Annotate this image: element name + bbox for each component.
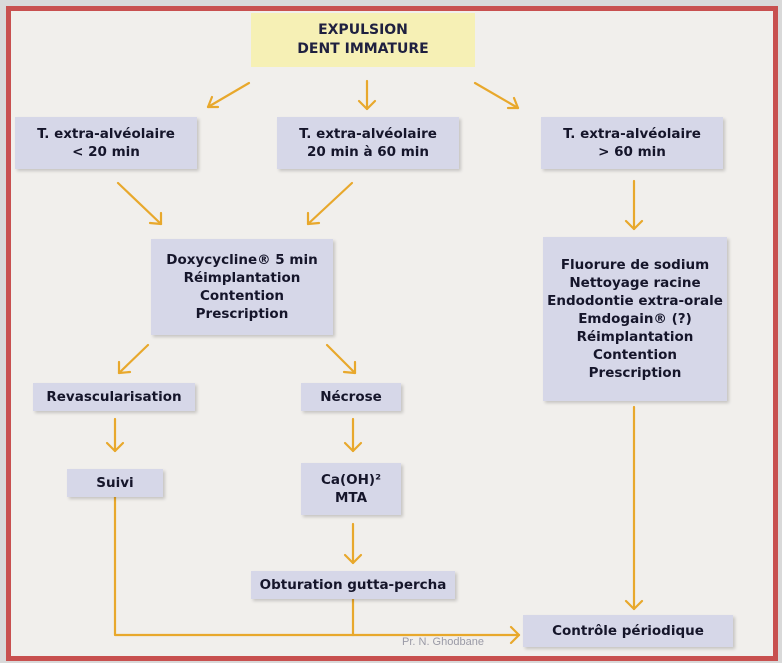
necrose-box: Nécrose: [301, 383, 401, 411]
mta-label: MTA: [334, 490, 368, 506]
arrow-title-to-branch-2: [357, 79, 377, 111]
arrow-branch-1-to-protocol: [116, 181, 163, 226]
arrow-revascularisation-to-suivi: [105, 417, 125, 453]
obturation-box: Obturation gutta-percha: [251, 571, 455, 599]
caoh-label: Ca(OH)²: [320, 472, 382, 488]
suivi-box: Suivi: [67, 469, 163, 497]
title-box: EXPULSION DENT IMMATURE: [251, 13, 475, 67]
short-protocol-item: Réimplantation: [183, 270, 301, 286]
arrow-protocol-to-necrose: [325, 343, 357, 375]
caoh-mta-box: Ca(OH)² MTA: [301, 463, 401, 515]
branch-3-line-2: > 60 min: [598, 144, 666, 160]
long-protocol-box: Fluorure de sodium Nettoyage racine Endo…: [543, 237, 727, 401]
arrow-long-protocol-to-controle: [624, 405, 644, 611]
controle-box: Contrôle périodique: [523, 615, 733, 647]
revascularisation-label: Revascularisation: [46, 389, 182, 405]
title-line-2: DENT IMMATURE: [297, 41, 429, 57]
branch-2-line-2: 20 min à 60 min: [306, 144, 430, 160]
long-protocol-item: Réimplantation: [576, 329, 694, 345]
arrow-branch-2-to-protocol: [306, 181, 354, 226]
short-protocol-item: Doxycycline® 5 min: [166, 252, 318, 268]
necrose-label: Nécrose: [320, 389, 382, 405]
arrows-layer: [105, 79, 644, 645]
obturation-label: Obturation gutta-percha: [259, 577, 447, 593]
branch-box-over-60: T. extra-alvéolaire > 60 min: [541, 117, 723, 169]
short-protocol-item: Contention: [200, 288, 284, 304]
branch-3-line-1: T. extra-alvéolaire: [563, 126, 701, 142]
long-protocol-item: Emdogain® (?): [578, 311, 692, 327]
long-protocol-item: Endodontie extra-orale: [547, 293, 723, 309]
controle-label: Contrôle périodique: [552, 623, 704, 639]
arrow-title-to-branch-1: [206, 81, 251, 109]
long-protocol-item: Contention: [593, 347, 677, 363]
branch-1-line-1: T. extra-alvéolaire: [37, 126, 175, 142]
arrow-title-to-branch-3: [473, 81, 520, 110]
branch-1-line-2: < 20 min: [72, 144, 140, 160]
branch-2-line-1: T. extra-alvéolaire: [299, 126, 437, 142]
arrow-necrose-to-caoh: [343, 417, 363, 453]
diagram-frame: EXPULSION DENT IMMATURE T. extra-alvéola…: [6, 6, 778, 661]
suivi-label: Suivi: [96, 475, 134, 491]
short-protocol-box: Doxycycline® 5 min Réimplantation Conten…: [151, 239, 333, 335]
arrow-protocol-to-revascularisation: [117, 343, 150, 375]
author-credit: Pr. N. Ghodbane: [402, 636, 484, 648]
arrow-caoh-to-obturation: [343, 522, 363, 565]
title-line-1: EXPULSION: [318, 22, 408, 38]
branch-box-20-to-60: T. extra-alvéolaire 20 min à 60 min: [277, 117, 459, 169]
branch-box-under-20: T. extra-alvéolaire < 20 min: [15, 117, 197, 169]
long-protocol-item: Prescription: [588, 365, 682, 381]
arrow-branch-3-to-long-protocol: [624, 179, 644, 231]
short-protocol-item: Prescription: [195, 306, 289, 322]
long-protocol-item: Nettoyage racine: [569, 275, 701, 291]
revascularisation-box: Revascularisation: [33, 383, 195, 411]
long-protocol-item: Fluorure de sodium: [560, 257, 710, 273]
arrow-merge-to-controle: [113, 494, 521, 645]
